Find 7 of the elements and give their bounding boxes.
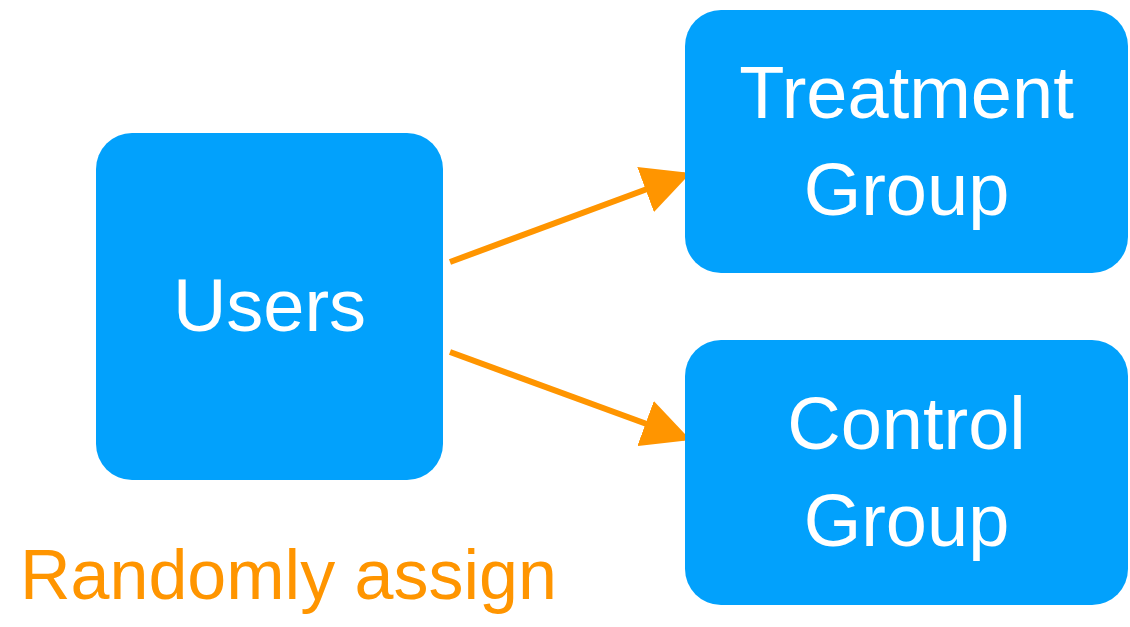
users-box (96, 133, 443, 480)
node-label: Users (172, 263, 367, 350)
group-box (685, 340, 1128, 605)
node-label: Treatment Group (738, 50, 1075, 233)
annotation-label: Randomly assign (20, 535, 557, 615)
node-label: Control Group (786, 381, 1027, 564)
group-box (685, 10, 1128, 273)
